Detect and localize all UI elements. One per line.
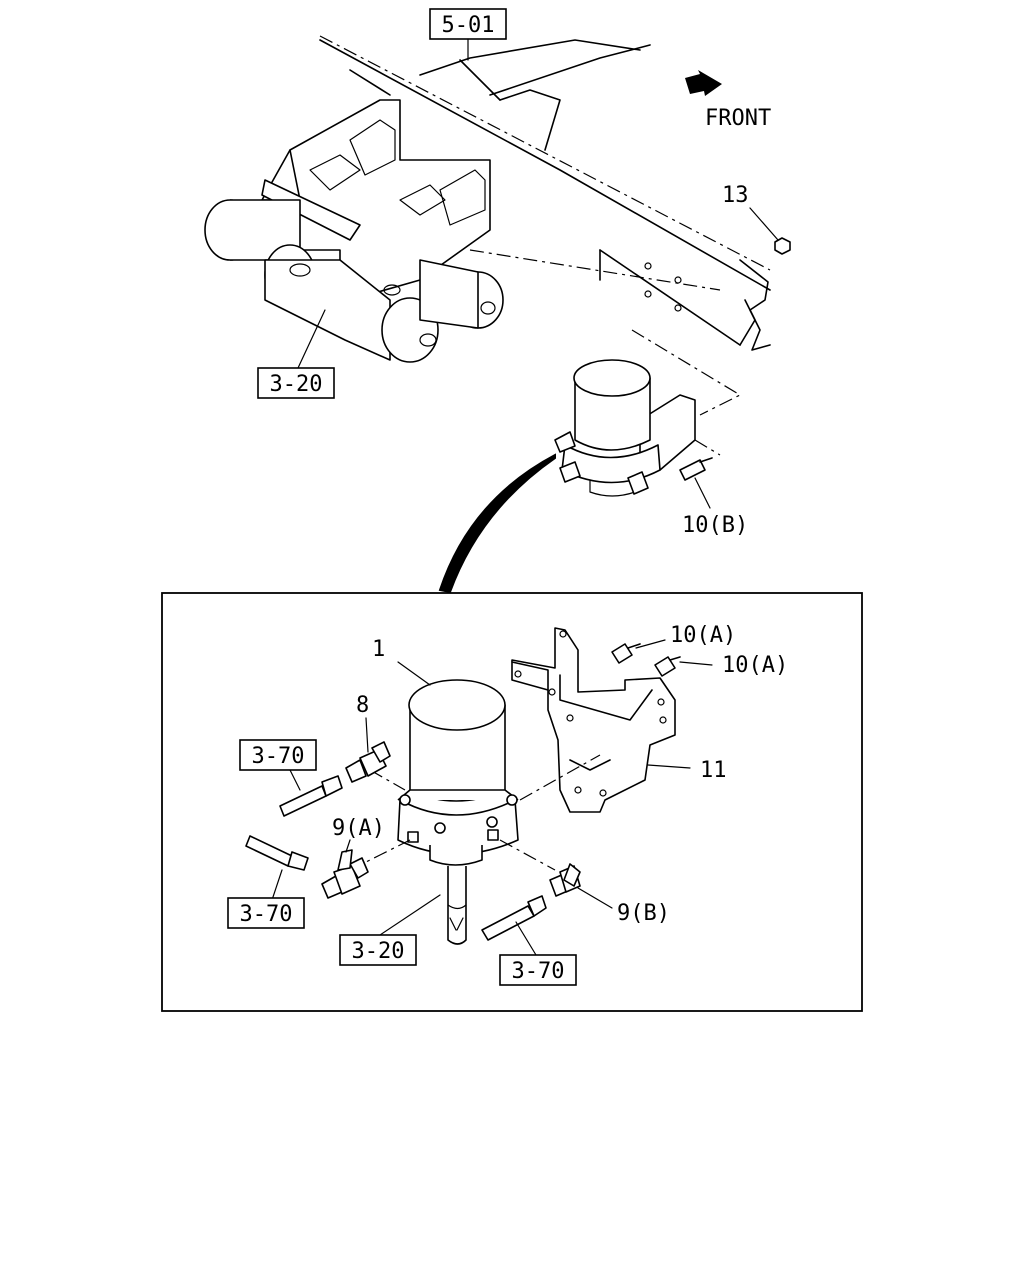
label-ref-370-b: 3-70 [227, 897, 305, 929]
bolt-10a-1 [611, 639, 666, 664]
part-9a-label: 9(A) [332, 816, 385, 841]
bolt-10a-2 [654, 656, 713, 677]
part-1-label: 1 [372, 637, 385, 662]
front-label: FRONT [705, 106, 771, 131]
detail-frame [161, 592, 863, 1012]
nut-13 [749, 207, 791, 255]
ref-501-text: 5-01 [442, 13, 495, 38]
label-ref-501: 5-01 [429, 8, 507, 61]
ref-370-a-text: 3-70 [252, 744, 305, 769]
chassis-frame [319, 35, 771, 351]
part-13-label: 13 [722, 183, 749, 208]
ref-370-b-text: 3-70 [240, 902, 293, 927]
part-10a-2-label: 10(A) [722, 653, 788, 678]
part-8-label: 8 [356, 693, 369, 718]
fitting-8 [345, 717, 391, 783]
hose-370-c [481, 895, 547, 956]
label-ref-370-c: 3-70 [499, 954, 577, 986]
part-10a-1-label: 10(A) [670, 623, 736, 648]
part-10b-label: 10(B) [682, 513, 748, 538]
hose-370-b [245, 835, 309, 901]
part-9b-label: 9(B) [617, 901, 670, 926]
bolt-10b-small [679, 457, 713, 509]
bracket-and-tanks [204, 99, 504, 363]
detail-callout-arrow [438, 453, 556, 594]
assembly-leaders [469, 249, 742, 456]
label-ref-320-bottom: 3-20 [339, 894, 441, 966]
part-11-label: 11 [700, 758, 727, 783]
air-dryer-1 [397, 661, 519, 945]
hose-370-a [279, 769, 343, 817]
label-ref-370-a: 3-70 [239, 739, 317, 771]
ref-320-top-text: 3-20 [270, 372, 323, 397]
ref-370-c-text: 3-70 [512, 959, 565, 984]
label-ref-320-top: 3-20 [257, 309, 335, 399]
air-dryer-small [554, 359, 696, 497]
fitting-9a [321, 839, 369, 899]
bracket-11 [511, 627, 691, 813]
arrow-right-icon [685, 70, 722, 96]
ref-320-bottom-text: 3-20 [352, 939, 405, 964]
fitting-9b [549, 863, 613, 909]
